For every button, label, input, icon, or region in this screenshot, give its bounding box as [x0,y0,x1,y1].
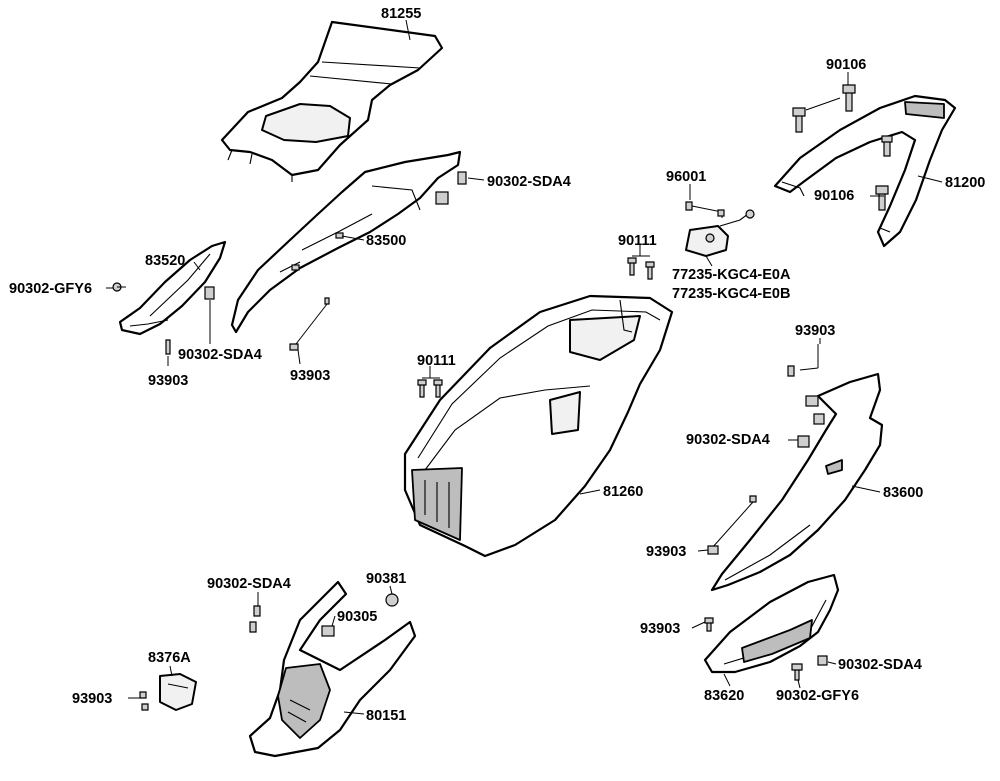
callout-83500: 83500 [366,233,406,249]
callout-93903-c: 93903 [795,323,835,339]
bracket-8376a [139,673,197,711]
bolts-90111-upper [627,250,655,280]
callout-90302-sda4-d: 90302-SDA4 [207,576,291,592]
rear-cover-83500 [230,150,462,334]
callout-96001: 96001 [666,169,706,185]
front-cover-80151 [248,580,417,758]
callout-93903-d: 93903 [646,544,686,560]
bolts-90111-lower [417,372,443,398]
callout-93903-a: 93903 [148,373,188,389]
floor-panel-83620 [703,573,840,681]
side-panel-83520 [118,240,227,336]
storage-box-81260 [403,294,674,558]
rear-carrier-81200 [773,94,957,248]
callout-90381: 90381 [366,571,406,587]
bolts-90106 [792,84,893,211]
callout-90106-b: 90106 [814,188,854,204]
callout-90302-sda4-c: 90302-SDA4 [686,432,770,448]
callout-labels: 81255 90106 90302-SDA4 83500 83520 90302… [9,6,985,724]
callout-81260: 81260 [603,484,643,500]
callout-90302-gfy6-a: 90302-GFY6 [9,281,92,297]
callout-90302-gfy6-b: 90302-GFY6 [776,688,859,704]
callout-83620: 83620 [704,688,744,704]
callout-77235-e0a: 77235-KGC4-E0A [672,267,791,283]
callout-81200: 81200 [945,175,985,191]
callout-90106-a: 90106 [826,57,866,73]
callout-90302-sda4-b: 90302-SDA4 [178,347,262,363]
callout-90111-b: 90111 [417,353,456,369]
leader-lines [106,19,943,715]
callout-83520: 83520 [145,253,185,269]
callout-93903-b: 93903 [290,368,330,384]
callout-80151: 80151 [366,708,406,724]
callout-90305: 90305 [337,609,377,625]
callout-93903-f: 93903 [640,621,680,637]
side-cover-83600 [707,344,884,592]
callout-90302-sda4-e: 90302-SDA4 [838,657,922,673]
callout-8376a: 8376A [148,650,191,666]
callout-93903-e: 93903 [72,691,112,707]
callout-90302-sda4-a: 90302-SDA4 [487,174,571,190]
callout-90111-a: 90111 [618,233,657,249]
callout-81255: 81255 [381,6,421,22]
seat-lock-77235 [685,201,755,257]
seat-81255 [220,20,444,182]
callout-77235-e0b: 77235-KGC4-E0B [672,286,790,302]
callout-83600: 83600 [883,485,923,501]
